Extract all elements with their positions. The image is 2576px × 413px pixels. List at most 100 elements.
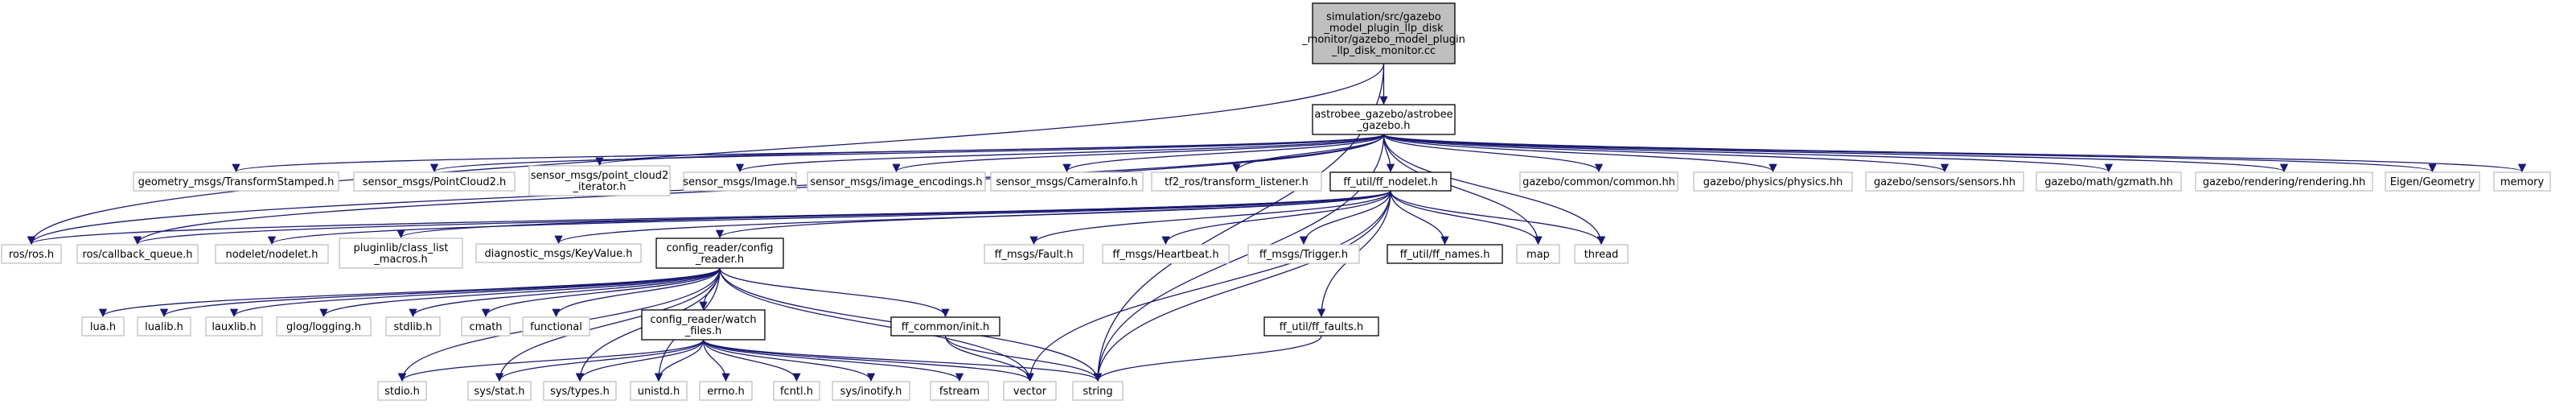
node-label-inotify-line-0: sys/inotify.h	[840, 386, 902, 398]
node-label-vector-line-0: vector	[1013, 386, 1047, 398]
node-label-ffnodelet-line-0: ff_util/ff_nodelet.h	[1343, 176, 1437, 188]
node-ffnames[interactable]: ff_util/ff_names.h	[1387, 244, 1503, 264]
node-label-pc2-line-0: sensor_msgs/PointCloud2.h	[363, 176, 506, 188]
node-gz_phys: gazebo/physics/physics.hh	[1693, 171, 1853, 192]
node-fcntl: fcntl.h	[773, 381, 820, 401]
node-label-root-line-3: _llp_disk_monitor.cc	[1331, 45, 1436, 57]
edge-watch-to-systypes	[575, 339, 705, 382]
node-label-ffcommon-line-0: ff_common/init.h	[902, 321, 989, 333]
node-box-stdio	[377, 381, 427, 401]
file-nodes: simulation/src/gazebo_model_plugin_llp_d…	[1, 2, 2551, 401]
edge-astrobee-to-eigen	[1382, 134, 2437, 173]
node-root[interactable]: simulation/src/gazebo_model_plugin_llp_d…	[1301, 2, 1465, 64]
node-heartbeat: ff_msgs/Heartbeat.h	[1102, 244, 1230, 264]
node-ffnodelet[interactable]: ff_util/ff_nodelet.h	[1329, 171, 1452, 192]
edge-watch-to-errno	[702, 339, 730, 382]
node-box-heartbeat	[1102, 244, 1230, 264]
node-ros: ros/ros.h	[1, 244, 62, 264]
edge-astrobee-to-thread	[1382, 134, 1606, 246]
node-box-fstream	[930, 381, 989, 401]
node-fstream: fstream	[930, 381, 989, 401]
node-label-lauxlib-line-0: lauxlib.h	[212, 321, 256, 333]
edge-cfgreader-to-ffcommon	[719, 267, 950, 318]
node-box-systypes	[543, 381, 617, 401]
node-box-map	[1516, 244, 1560, 264]
node-label-stdio-line-0: stdio.h	[384, 386, 420, 398]
node-label-string-line-0: string	[1083, 386, 1112, 398]
node-pc2it: sensor_msgs/point_cloud2_iterator.h	[528, 165, 671, 196]
node-box-string	[1072, 381, 1124, 401]
node-caminfo: sensor_msgs/CameraInfo.h	[990, 171, 1144, 192]
node-label-systypes-line-0: sys/types.h	[550, 386, 610, 398]
node-fffaults[interactable]: ff_util/ff_faults.h	[1263, 316, 1379, 337]
edge-ffcommon-to-string	[944, 335, 1103, 382]
edge-astrobee-to-pc2	[430, 134, 1385, 173]
node-box-eigen	[2385, 171, 2480, 192]
edge-ffnodelet-to-cfgreader	[716, 190, 1391, 239]
node-box-lua	[81, 316, 125, 337]
node-box-ros	[1, 244, 62, 264]
node-label-pluginlib-line-0: pluginlib/class_list	[354, 242, 449, 254]
node-label-nodelet-line-0: nodelet/nodelet.h	[225, 249, 318, 261]
node-label-astrobee-line-0: astrobee_gazebo/astrobee	[1314, 109, 1452, 121]
node-cmath: cmath	[461, 316, 511, 337]
node-tf2: tf2_ros/transform_listener.h	[1151, 171, 1322, 192]
node-label-cfgreader-line-0: config_reader/config	[666, 242, 773, 254]
node-box-gm_tf	[133, 171, 339, 192]
node-label-watch-line-1: _files.h	[684, 325, 721, 337]
node-box-gz_math	[2036, 171, 2182, 192]
edge-astrobee-to-gz_phys	[1382, 134, 1777, 173]
node-box-errno	[699, 381, 753, 401]
edge-ffnodelet-to-vector	[1025, 190, 1391, 382]
node-box-unistd	[630, 381, 688, 401]
node-box-fault	[984, 244, 1084, 264]
node-label-root-line-0: simulation/src/gazebo	[1326, 11, 1441, 23]
edge-astrobee-to-map	[1382, 134, 1543, 246]
edge-astrobee-to-caminfo	[1062, 134, 1385, 173]
node-label-glog-line-0: glog/logging.h	[286, 321, 361, 333]
node-label-thread-line-0: thread	[1584, 249, 1619, 261]
node-gz_rend: gazebo/rendering/rendering.hh	[2195, 171, 2373, 192]
node-lualib: lualib.h	[137, 316, 191, 337]
node-box-sysstat	[467, 381, 532, 401]
node-box-vector	[1003, 381, 1057, 401]
node-lua: lua.h	[81, 316, 125, 337]
node-box-fcntl	[773, 381, 820, 401]
edge-watch-to-unistd	[654, 339, 705, 382]
edge-astrobee-to-tf2	[1232, 134, 1385, 173]
node-box-stdlib	[385, 316, 441, 337]
node-box-lauxlib	[205, 316, 263, 337]
node-errno: errno.h	[699, 381, 753, 401]
edge-ffnodelet-to-ffnames	[1390, 190, 1449, 246]
node-label-diag-line-0: diagnostic_msgs/KeyValue.h	[485, 248, 633, 260]
edge-watch-to-vector	[702, 339, 1034, 382]
node-watch[interactable]: config_reader/watch_files.h	[641, 309, 766, 341]
edge-watch-to-sysstat	[495, 339, 705, 382]
node-label-lua-line-0: lua.h	[90, 321, 116, 333]
node-label-caminfo-line-0: sensor_msgs/CameraInfo.h	[996, 176, 1137, 188]
node-label-ffnames-line-0: ff_util/ff_names.h	[1400, 249, 1490, 261]
node-box-cbq	[76, 244, 199, 264]
node-label-fcntl-line-0: fcntl.h	[780, 386, 813, 398]
node-label-fstream-line-0: fstream	[939, 386, 980, 398]
node-box-fffaults	[1263, 316, 1379, 337]
edge-ffnodelet-to-nodelet	[268, 190, 1391, 246]
node-ffcommon[interactable]: ff_common/init.h	[890, 316, 1000, 337]
node-stdio: stdio.h	[377, 381, 427, 401]
node-label-gz_math-line-0: gazebo/math/gzmath.hh	[2044, 176, 2173, 188]
node-box-nodelet	[215, 244, 329, 264]
dependency-edges	[27, 63, 2526, 382]
edge-astrobee-to-pc2it	[595, 134, 1385, 167]
node-astrobee[interactable]: astrobee_gazebo/astrobee_gazebo.h	[1312, 104, 1456, 135]
node-box-img	[683, 171, 797, 192]
node-label-gz_rend-line-0: gazebo/rendering/rendering.hh	[2203, 176, 2366, 188]
node-box-pc2	[353, 171, 516, 192]
node-label-root-line-2: _monitor/gazebo_model_plugin	[1301, 34, 1465, 46]
node-box-glog	[276, 316, 372, 337]
edge-watch-to-string	[702, 339, 1103, 382]
node-cfgreader[interactable]: config_reader/config_reader.h	[655, 237, 784, 269]
node-label-map-line-0: map	[1526, 249, 1550, 261]
node-box-pc2it	[528, 165, 671, 196]
node-label-lualib-line-0: lualib.h	[145, 321, 183, 333]
edge-cfgreader-to-vector	[719, 267, 1034, 382]
